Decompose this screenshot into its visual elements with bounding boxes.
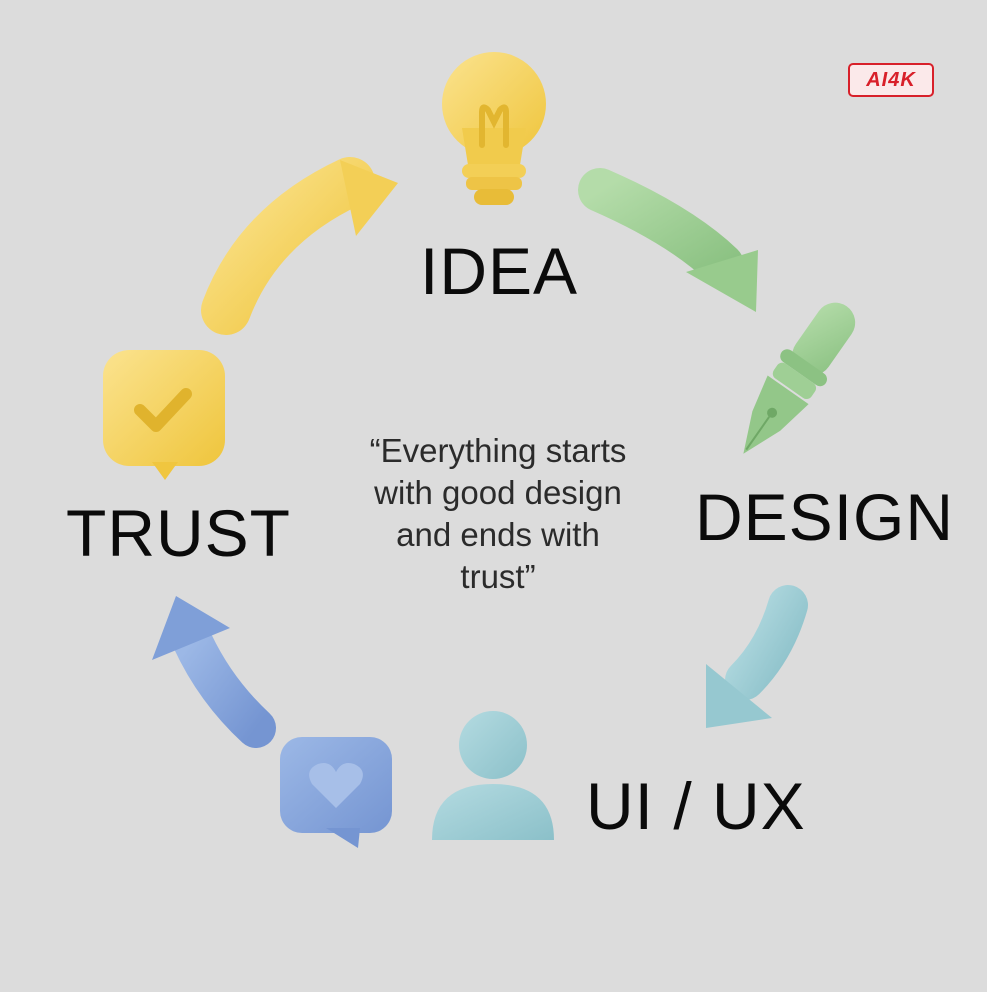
center-quote: “Everything starts with good design and … bbox=[318, 430, 678, 598]
quote-line-4: trust” bbox=[460, 558, 536, 595]
label-idea: IDEA bbox=[420, 234, 579, 308]
label-ui-ux: UI / UX bbox=[586, 769, 806, 843]
arrow-trust-to-idea bbox=[201, 157, 398, 335]
checkmark-badge-icon bbox=[103, 350, 225, 480]
heart-chat-icon bbox=[280, 737, 392, 848]
label-trust: TRUST bbox=[66, 496, 291, 570]
user-icon bbox=[432, 711, 554, 840]
lightbulb-icon bbox=[442, 52, 546, 205]
quote-line-2: with good design bbox=[374, 474, 622, 511]
brand-logo: AI4K bbox=[848, 63, 934, 97]
arrow-uiux-to-trust bbox=[152, 596, 276, 748]
quote-line-1: “Everything starts bbox=[369, 432, 627, 469]
fountain-pen-icon bbox=[743, 302, 856, 454]
arrow-idea-to-design bbox=[578, 168, 758, 312]
label-design: DESIGN bbox=[695, 480, 955, 554]
quote-line-3: and ends with bbox=[396, 516, 600, 553]
arrow-design-to-uiux bbox=[706, 585, 808, 728]
